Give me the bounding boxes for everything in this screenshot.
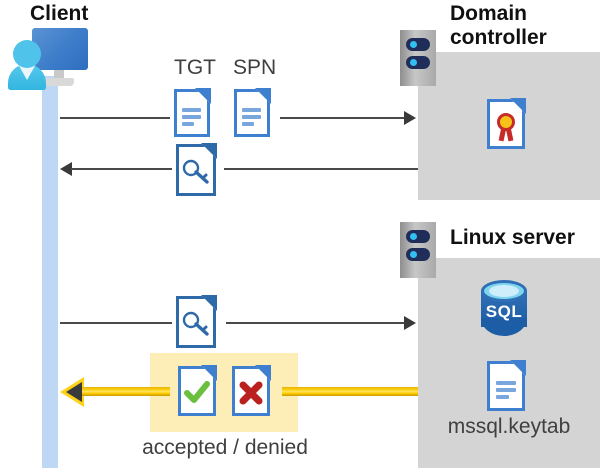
message-3-line-left — [60, 322, 172, 324]
linux-server-server-icon — [400, 222, 436, 278]
person-head — [13, 40, 41, 68]
message-3-line-right — [226, 322, 404, 324]
key-glyph — [182, 159, 209, 184]
sql-database-icon: SQL — [481, 280, 527, 338]
keytab-label: mssql.keytab — [447, 415, 571, 438]
tgt-document-icon — [174, 88, 211, 137]
message-3-arrowhead — [404, 316, 416, 330]
monitor-base — [44, 78, 74, 86]
denied-document-icon — [232, 365, 271, 416]
key-document-icon-2 — [176, 295, 217, 348]
message-2-arrowhead — [60, 162, 72, 176]
message-1-line-right — [280, 117, 404, 119]
domain-controller-server-icon — [400, 30, 436, 86]
spn-label: SPN — [233, 56, 277, 79]
cross-glyph — [239, 381, 263, 405]
message-2-line-right — [224, 168, 418, 170]
keytab-document-icon — [487, 360, 526, 411]
key-document-icon-1 — [176, 143, 217, 196]
domain-controller-title: Domain controller — [450, 2, 547, 49]
tgt-label: TGT — [174, 56, 216, 79]
spn-document-icon — [234, 88, 271, 137]
result-arrowhead — [60, 377, 84, 407]
user-computer-icon — [4, 28, 90, 90]
certificate-seal — [497, 113, 515, 131]
message-1-arrowhead — [404, 111, 416, 125]
certificate-document-icon — [487, 98, 526, 149]
key-glyph — [182, 311, 209, 336]
result-highlight-box — [150, 353, 298, 432]
message-2-line-left — [71, 168, 172, 170]
check-glyph — [184, 381, 210, 403]
accepted-document-icon — [178, 365, 217, 416]
linux-server-title: Linux server — [450, 226, 575, 249]
monitor-neck — [54, 70, 64, 78]
result-caption: accepted / denied — [142, 436, 308, 459]
monitor-screen — [32, 28, 88, 70]
result-line-left — [82, 387, 170, 396]
sql-database-label: SQL — [485, 302, 523, 321]
client-title: Client — [30, 2, 89, 25]
message-1-line-left — [60, 117, 170, 119]
result-line-right — [282, 387, 418, 396]
client-lifeline — [42, 76, 58, 468]
person-collar — [18, 64, 36, 80]
